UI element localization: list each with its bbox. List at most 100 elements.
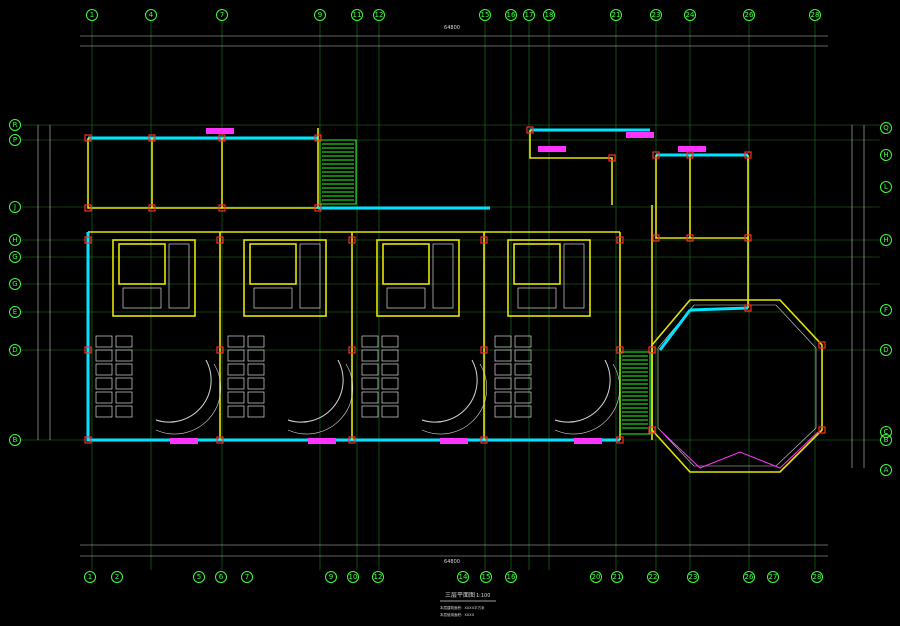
- drawing-note-1: 本层建筑面积：XXXX平方米: [440, 605, 485, 610]
- axis-bubble-top-10: 21: [610, 9, 622, 21]
- axis-bubble-bottom-13: 22: [647, 571, 659, 583]
- window-mark: [170, 438, 198, 444]
- axis-bubble-top-3: 9: [314, 9, 326, 21]
- axis-bubble-bottom-14: 23: [687, 571, 699, 583]
- stair-east: [619, 351, 651, 435]
- axis-bubble-left-5: G: [9, 278, 21, 290]
- bed-group: [494, 335, 620, 435]
- axis-bubble-top-13: 26: [743, 9, 755, 21]
- axis-label-text: 11: [353, 11, 362, 19]
- axis-label-text: D: [883, 346, 888, 354]
- toilet-unit: [112, 239, 196, 317]
- drawing-title: 三层平面图: [445, 592, 475, 599]
- toilet-unit: [376, 239, 460, 317]
- axis-bubble-top-8: 17: [523, 9, 535, 21]
- axis-bubble-bottom-8: 14: [457, 571, 469, 583]
- drawing-note-2: 本层使用面积：XXXX: [440, 612, 475, 617]
- column-mark: [84, 436, 92, 444]
- axis-label-text: 17: [525, 11, 534, 19]
- axis-label-text: 4: [149, 11, 154, 19]
- axis-label-text: Q: [883, 124, 889, 132]
- axis-label-text: 7: [220, 11, 224, 19]
- column-mark: [744, 304, 752, 312]
- column-mark: [480, 436, 488, 444]
- axis-bubble-left-6: E: [9, 306, 21, 318]
- axis-bubble-bottom-2: 5: [193, 571, 205, 583]
- axis-label-text: R: [13, 121, 18, 129]
- axis-bubble-right-1: H: [880, 149, 892, 161]
- axis-grid-lines: [22, 20, 880, 570]
- bed-group: [227, 335, 353, 435]
- axis-label-text: P: [13, 136, 17, 144]
- column-mark: [314, 134, 322, 142]
- axis-bubble-right-5: D: [880, 344, 892, 356]
- axis-label-text: 7: [245, 573, 249, 581]
- column-mark: [616, 236, 624, 244]
- column-mark: [348, 436, 356, 444]
- axis-label-text: 1: [88, 573, 92, 581]
- dimension-chain-left: [37, 125, 51, 440]
- column-mark: [216, 236, 224, 244]
- axis-bubble-top-0: 1: [86, 9, 98, 21]
- column-mark: [686, 234, 694, 242]
- column-mark: [648, 346, 656, 354]
- window-mark: [538, 146, 566, 152]
- window-mark: [626, 132, 654, 138]
- dimension-chain-right: [851, 125, 865, 468]
- axis-label-text: 21: [612, 11, 621, 19]
- octagonal-hall: [651, 299, 823, 473]
- axis-bubble-right-0: Q: [880, 122, 892, 134]
- windows: [170, 128, 706, 444]
- column-mark: [216, 346, 224, 354]
- column-mark: [348, 346, 356, 354]
- axis-label-text: A: [884, 466, 889, 474]
- column-mark: [686, 151, 694, 159]
- dimension-chain-bottom: 64800: [80, 544, 828, 565]
- axis-bubble-left-3: H: [9, 234, 21, 246]
- axis-label-text: 1: [90, 11, 94, 19]
- axis-bubble-bottom-11: 20: [590, 571, 602, 583]
- axis-bubble-top-7: 16: [505, 9, 517, 21]
- column-mark: [148, 134, 156, 142]
- bed-group: [95, 335, 221, 435]
- axis-label-text: F: [884, 306, 888, 314]
- axis-bubble-left-2: J: [9, 201, 21, 213]
- axis-label-text: 21: [613, 573, 622, 581]
- axis-bubble-bottom-10: 16: [505, 571, 517, 583]
- axis-label-text: 5: [197, 573, 201, 581]
- column-mark: [608, 154, 616, 162]
- axis-bubble-left-0: R: [9, 119, 21, 131]
- drawing-scale: 1:100: [476, 593, 490, 599]
- axis-label-text: C: [884, 428, 889, 436]
- column-mark: [616, 436, 624, 444]
- axis-label-text: 15: [482, 573, 491, 581]
- axis-label-text: 12: [374, 573, 383, 581]
- toilet-blocks: [112, 239, 591, 317]
- column-mark: [652, 151, 660, 159]
- axis-bubble-bottom-16: 27: [767, 571, 779, 583]
- stair-north: [319, 139, 357, 205]
- axis-label-text: 28: [811, 11, 820, 19]
- axis-label-text: 26: [745, 11, 754, 19]
- axis-bubble-right-8: A: [880, 464, 892, 476]
- axis-bubble-top-2: 7: [216, 9, 228, 21]
- window-mark: [308, 438, 336, 444]
- axis-bubble-bottom-15: 26: [743, 571, 755, 583]
- axis-label-text: 6: [219, 573, 224, 581]
- axis-bubble-bottom-3: 6: [215, 571, 227, 583]
- axis-bubble-top-6: 15: [479, 9, 491, 21]
- axis-bubble-top-5: 12: [373, 9, 385, 21]
- axis-bubble-right-6: C: [880, 426, 892, 438]
- axis-label-text: 24: [686, 11, 695, 19]
- axis-bubble-top-1: 4: [145, 9, 157, 21]
- column-mark: [526, 126, 534, 134]
- window-mark: [440, 438, 468, 444]
- axis-label-text: H: [12, 236, 17, 244]
- axis-bubble-bottom-4: 7: [241, 571, 253, 583]
- axis-label-text: 12: [375, 11, 384, 19]
- column-mark: [744, 234, 752, 242]
- bed-group: [361, 335, 487, 435]
- column-mark: [480, 236, 488, 244]
